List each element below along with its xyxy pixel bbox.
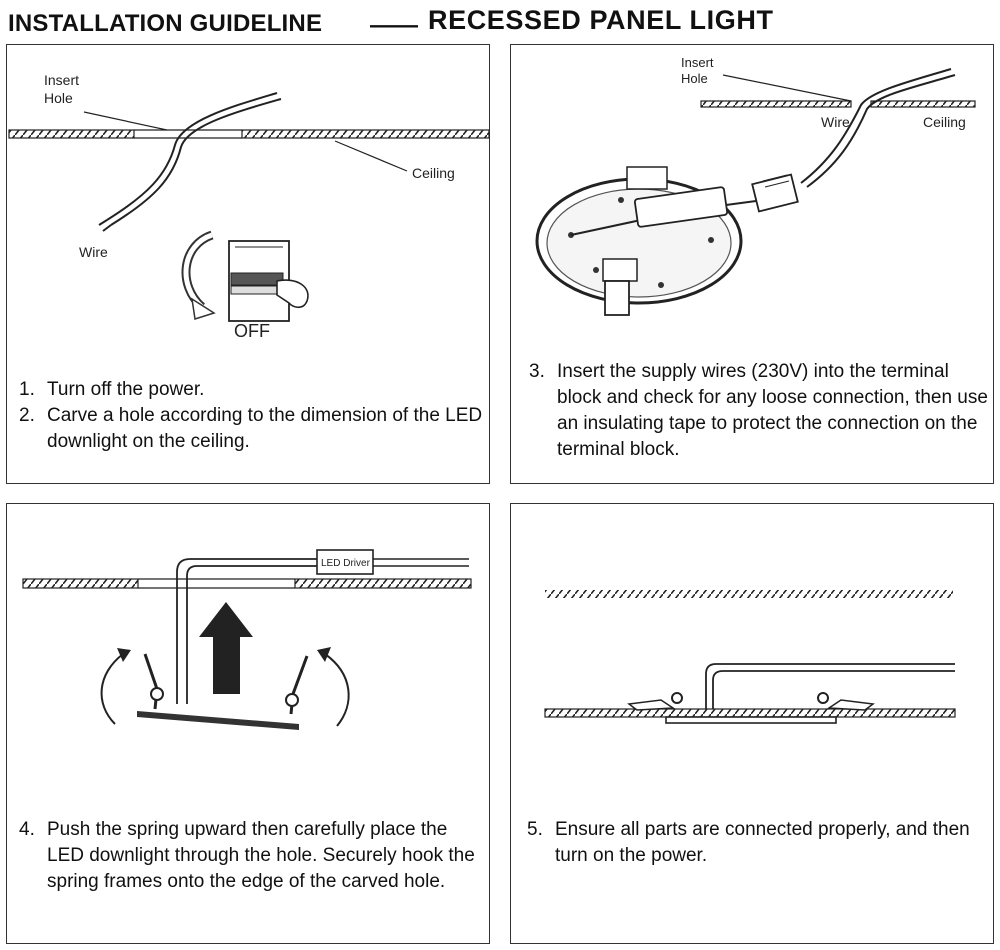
step-panel-1: Insert Hole Ceiling Wire OFF 1. Turn off… xyxy=(6,44,490,484)
label-led-driver: LED Driver xyxy=(321,558,371,569)
step-number: 3. xyxy=(529,361,545,382)
label-ceiling: Ceiling xyxy=(923,114,966,130)
terminal-block-icon xyxy=(751,173,799,213)
spring-clip-icon xyxy=(143,653,309,715)
wire xyxy=(800,68,952,184)
ceiling-hatch xyxy=(22,578,472,589)
led-panel-icon xyxy=(137,711,299,730)
step-text: Ensure all parts are connected properly,… xyxy=(555,819,970,866)
label-insert: Insert xyxy=(681,55,714,70)
label-off: OFF xyxy=(234,321,270,341)
rotate-arrow-icon xyxy=(324,653,350,727)
step-panel-4: 5. Ensure all parts are connected proper… xyxy=(510,503,994,944)
rotate-arrow-icon xyxy=(100,653,124,725)
step-text: Insert the supply wires (230V) into the … xyxy=(557,361,988,460)
step-number: 4. xyxy=(19,819,35,840)
ceiling-hatch xyxy=(700,100,976,108)
spring-clip-icon xyxy=(627,692,875,711)
page-header: INSTALLATION GUIDELINE —— RECESSED PANEL… xyxy=(8,4,998,39)
illustration-installed xyxy=(544,590,956,724)
up-arrow-icon xyxy=(199,602,253,694)
step-number: 2. xyxy=(19,405,35,426)
step-list-1: 1. Turn off the power. 2. Carve a hole a… xyxy=(19,377,485,455)
label-hole: Hole xyxy=(44,90,73,106)
illustration-wiring: Insert Hole Wire Ceiling xyxy=(535,55,976,316)
label-wire: Wire xyxy=(821,114,850,130)
label-ceiling: Ceiling xyxy=(412,165,455,181)
illustration-insert-light: LED Driver xyxy=(22,549,472,730)
ceiling-hatch xyxy=(8,129,490,139)
label-wire: Wire xyxy=(79,244,108,260)
step-item: 1. Turn off the power. xyxy=(19,377,485,403)
step-list-3: 4. Push the spring upward then carefully… xyxy=(19,817,485,895)
step-text: Push the spring upward then carefully pl… xyxy=(47,819,475,892)
hand-icon xyxy=(276,279,309,309)
ceiling-hatch-top xyxy=(545,590,953,598)
title-installation-guideline: INSTALLATION GUIDELINE xyxy=(8,10,323,37)
step-number: 1. xyxy=(19,379,35,400)
step-item: 2. Carve a hole according to the dimensi… xyxy=(19,403,485,455)
step-item: 3. Insert the supply wires (230V) into t… xyxy=(529,359,991,463)
rotate-arrow-icon xyxy=(181,230,216,320)
driver-box-icon xyxy=(316,549,374,575)
label-insert: Insert xyxy=(44,72,79,88)
spring-clip-icon xyxy=(602,166,668,316)
step-list-2: 3. Insert the supply wires (230V) into t… xyxy=(529,359,991,463)
step-list-4: 5. Ensure all parts are connected proper… xyxy=(527,817,989,869)
step-text: Carve a hole according to the dimension … xyxy=(47,405,483,452)
illustration-cut-hole: Insert Hole Ceiling Wire OFF xyxy=(8,72,490,341)
step-panel-2: Insert Hole Wire Ceiling xyxy=(510,44,994,484)
step-panel-3: LED Driver 4. Push the spring upward the… xyxy=(6,503,490,944)
ceiling-hatch xyxy=(544,708,956,718)
step-item: 4. Push the spring upward then carefully… xyxy=(19,817,485,895)
title-recessed-panel-light: RECESSED PANEL LIGHT xyxy=(428,5,774,35)
wire xyxy=(106,92,278,221)
label-hole: Hole xyxy=(681,71,708,86)
title-separator: —— xyxy=(370,12,418,39)
step-text: Turn off the power. xyxy=(47,379,205,400)
led-panel-icon xyxy=(665,716,837,724)
step-number: 5. xyxy=(527,819,543,840)
step-item: 5. Ensure all parts are connected proper… xyxy=(527,817,989,869)
driver-box-icon xyxy=(633,186,729,228)
